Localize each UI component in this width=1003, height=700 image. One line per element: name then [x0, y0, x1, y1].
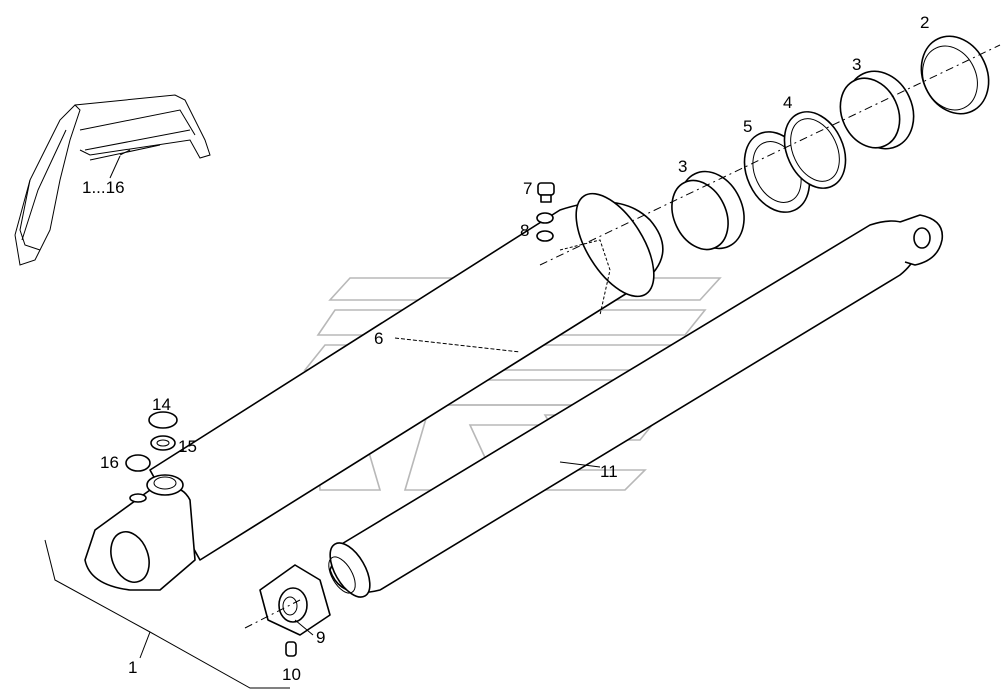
label-part-4: 4 [783, 93, 792, 112]
label-part-16: 16 [100, 453, 119, 472]
label-part-5: 5 [743, 117, 752, 136]
label-part-10: 10 [282, 665, 301, 684]
part-3-bushing-a [671, 170, 745, 251]
label-part-3-a: 3 [678, 157, 687, 176]
label-part-9: 9 [316, 628, 325, 647]
assembly-axis [539, 44, 1001, 266]
nut-axis [244, 599, 301, 629]
part-9-nut [259, 564, 331, 636]
loader-thumbnail: 1...16 [14, 94, 211, 266]
label-part-8: 8 [520, 221, 529, 240]
label-part-15: 15 [178, 437, 197, 456]
part-3-bushing-b [839, 70, 915, 150]
label-part-11: 11 [600, 462, 618, 481]
part-15-washer [150, 435, 176, 451]
label-part-2: 2 [920, 13, 929, 32]
part-4-ring [783, 111, 847, 189]
part-10-grease-nipple [285, 641, 297, 657]
part-8-washer [536, 212, 554, 242]
label-part-7: 7 [523, 179, 532, 198]
part-2-wiper [920, 35, 990, 115]
label-part-6: 6 [374, 329, 383, 348]
label-part-14: 14 [152, 395, 171, 414]
part-7-plug [537, 182, 555, 203]
label-part-3-b: 3 [852, 55, 861, 74]
grease-point [129, 493, 147, 503]
assembly-label: 1...16 [82, 178, 125, 197]
part-11-piston-rod [328, 214, 944, 598]
part-14-plug [148, 411, 178, 429]
part-6-cylinder-barrel [84, 192, 664, 591]
part-16-cap [125, 454, 151, 472]
label-part-1: 1 [128, 658, 137, 677]
